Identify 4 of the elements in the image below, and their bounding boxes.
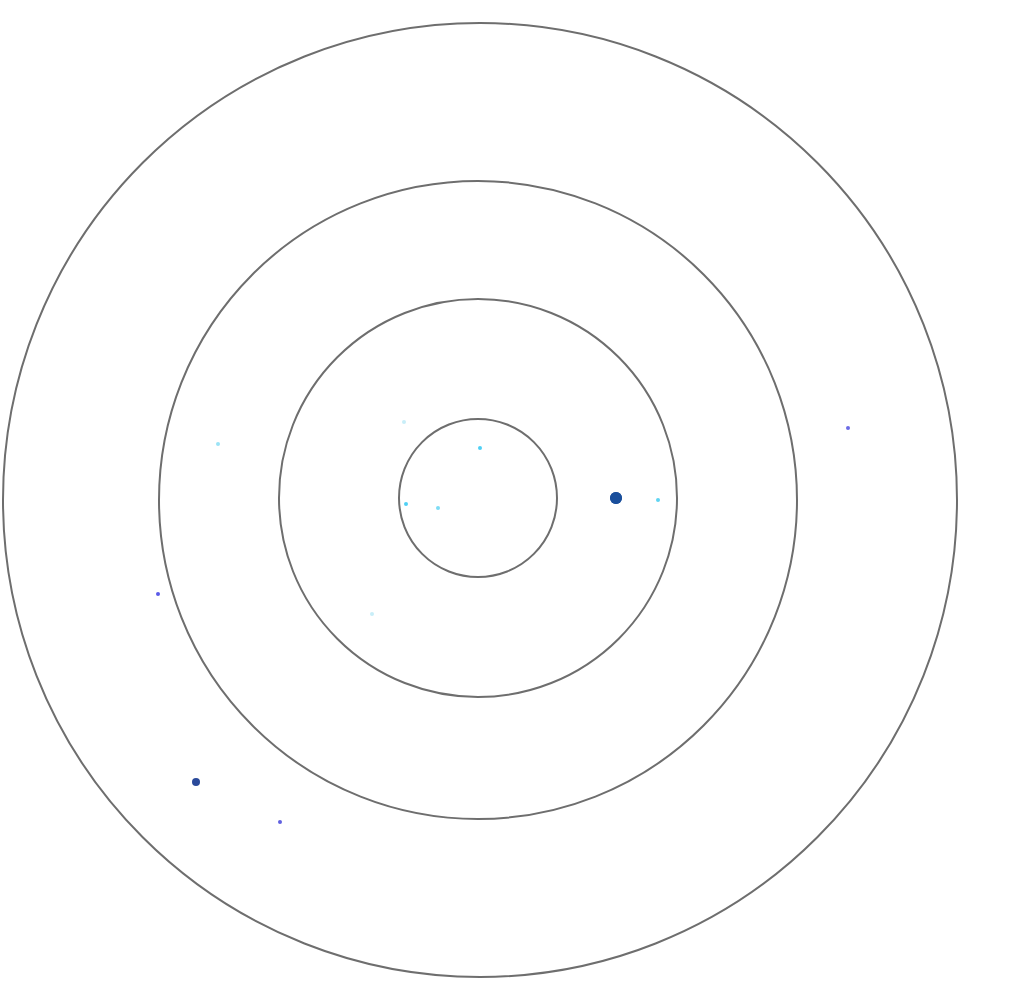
concentric-ring [1, 22, 957, 978]
concentric-ring [397, 417, 558, 578]
concentric-ring [158, 179, 799, 820]
concentric-ring [277, 298, 678, 699]
